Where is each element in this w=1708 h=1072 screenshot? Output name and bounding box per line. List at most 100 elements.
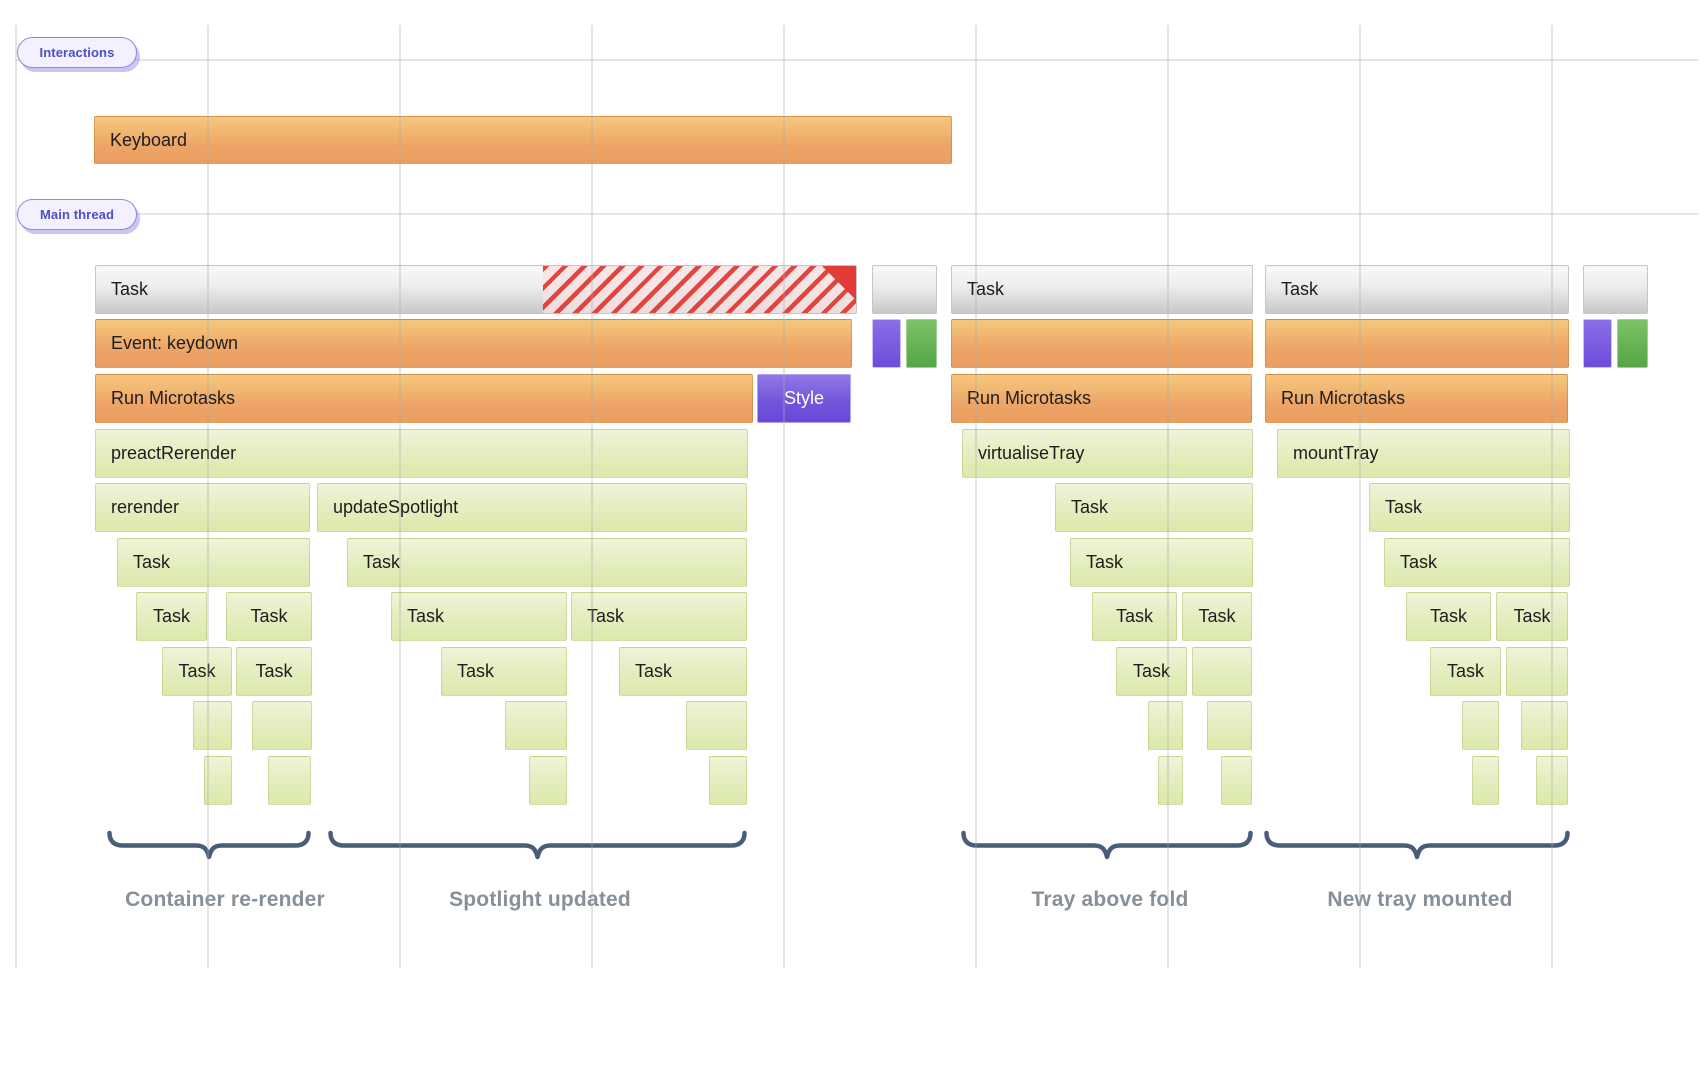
flame-bar-label: Run Microtasks [111, 388, 236, 408]
flame-bar-task[interactable]: Task [1265, 265, 1569, 314]
flame-bar-label: Task [1281, 279, 1319, 299]
flame-bar-task[interactable]: Task [1430, 647, 1501, 696]
time-gridline [975, 25, 977, 968]
flame-bar[interactable] [1265, 319, 1569, 368]
flame-bar[interactable] [505, 701, 567, 750]
flame-bar[interactable] [252, 701, 312, 750]
flame-bar-task[interactable]: Task [1116, 647, 1187, 696]
flame-bar-label: Task [178, 661, 216, 681]
flame-bar-label: Task [363, 552, 401, 572]
flame-bar-keyboard[interactable]: Keyboard [94, 116, 952, 164]
flame-bar[interactable] [1506, 647, 1568, 696]
flame-bar[interactable] [872, 265, 937, 314]
flame-bar-label: Task [1115, 606, 1153, 626]
flame-bar-task[interactable]: Task [117, 538, 310, 587]
flame-bar[interactable] [193, 701, 232, 750]
flame-bar-label: Task [1086, 552, 1124, 572]
track-label-interactions-text: Interactions [39, 45, 115, 60]
flame-bar-label: Task [133, 552, 171, 572]
flame-bar[interactable] [268, 756, 311, 805]
flame-bar-label: Event: keydown [111, 333, 239, 353]
flame-bar-label: rerender [111, 497, 180, 517]
flame-bar-task[interactable]: Task [1070, 538, 1253, 587]
flame-bar-label: Task [1429, 606, 1467, 626]
flame-bar-label: Task [1446, 661, 1484, 681]
track-label-main-thread[interactable]: Main thread [17, 199, 137, 230]
flame-bar-label: Task [635, 661, 673, 681]
flame-bar[interactable] [1521, 701, 1568, 750]
flame-bar-run-microtasks[interactable]: Run Microtasks [1265, 374, 1568, 423]
flame-bar[interactable] [1583, 265, 1648, 314]
flame-bar-task[interactable]: Task [236, 647, 312, 696]
flame-bar-label: Task [407, 606, 445, 626]
flame-bar[interactable] [906, 319, 937, 368]
annotation-label: Container re-render [125, 888, 325, 911]
flame-bar[interactable] [204, 756, 232, 805]
annotation-label: New tray mounted [1327, 888, 1513, 911]
flame-bar-label: Task [1071, 497, 1109, 517]
flame-bar-updatespotlight[interactable]: updateSpotlight [317, 483, 747, 532]
flame-bar-task[interactable]: Task [1055, 483, 1253, 532]
flame-bar[interactable] [1158, 756, 1183, 805]
flame-bar-task[interactable]: Task [226, 592, 312, 641]
flame-bar-mounttray[interactable]: mountTray [1277, 429, 1570, 478]
flame-bar[interactable] [1583, 319, 1612, 368]
flame-bar-task[interactable]: Task [441, 647, 567, 696]
flame-bar-label: Task [457, 661, 495, 681]
flame-bar-label: updateSpotlight [333, 497, 459, 517]
flame-bar-task[interactable]: Task [136, 592, 207, 641]
flame-bar-virtualisetray[interactable]: virtualiseTray [962, 429, 1253, 478]
long-task-hatch-overlay [543, 266, 856, 313]
flame-bar-label: Task [1400, 552, 1438, 572]
flame-bar-task[interactable]: Task [347, 538, 747, 587]
flame-bar[interactable] [1462, 701, 1499, 750]
annotation-brace [107, 830, 311, 862]
flame-bar-task[interactable]: Task [1406, 592, 1491, 641]
flame-bar-task[interactable]: Task [571, 592, 747, 641]
flame-bar-run-microtasks[interactable]: Run Microtasks [95, 374, 753, 423]
flame-bar-task[interactable]: Task [1182, 592, 1252, 641]
flame-bar[interactable] [686, 701, 747, 750]
flame-bar[interactable] [951, 319, 1253, 368]
flame-bar-label: mountTray [1293, 443, 1379, 463]
track-separator-line [15, 213, 1698, 215]
flame-bar[interactable] [1148, 701, 1183, 750]
flame-bar-task[interactable]: Task [1496, 592, 1568, 641]
flame-bar-rerender[interactable]: rerender [95, 483, 310, 532]
annotation-brace [328, 830, 747, 862]
flame-bar-task[interactable]: Task [391, 592, 567, 641]
flame-bar-event-keydown[interactable]: Event: keydown [95, 319, 852, 368]
flame-bar[interactable] [709, 756, 747, 805]
flame-bar-task[interactable]: Task [619, 647, 747, 696]
flame-bar[interactable] [872, 319, 901, 368]
flame-bar[interactable] [1221, 756, 1252, 805]
flame-bar-style[interactable]: Style [757, 374, 851, 423]
flame-bar-label: Task [152, 606, 190, 626]
flame-bar[interactable] [1207, 701, 1252, 750]
flame-bar[interactable] [1617, 319, 1648, 368]
flame-bar-label: preactRerender [111, 443, 237, 463]
flame-bar-task[interactable]: Task [1092, 592, 1177, 641]
flame-bar[interactable] [1472, 756, 1499, 805]
flame-bar-label: Task [1385, 497, 1423, 517]
flame-bar-task[interactable]: Task [1369, 483, 1570, 532]
flame-bar[interactable] [529, 756, 567, 805]
time-gridline [783, 25, 785, 968]
track-separator-line [15, 59, 1698, 61]
flame-bar-preactrerender[interactable]: preactRerender [95, 429, 748, 478]
flame-bar-run-microtasks[interactable]: Run Microtasks [951, 374, 1252, 423]
flame-bar[interactable] [1536, 756, 1568, 805]
flame-bar-task[interactable]: Task [95, 265, 857, 314]
flame-bar-task[interactable]: Task [1384, 538, 1570, 587]
flame-bar-label: Task [1513, 606, 1551, 626]
track-label-interactions[interactable]: Interactions [17, 37, 137, 68]
flame-bar-task[interactable]: Task [162, 647, 232, 696]
flame-bar-label: virtualiseTray [978, 443, 1085, 463]
flame-bar-task[interactable]: Task [951, 265, 1253, 314]
track-label-main-thread-text: Main thread [39, 207, 115, 222]
annotation-label: Tray above fold [1031, 888, 1189, 911]
flame-bar-label: Task [587, 606, 625, 626]
flame-bar-label: Keyboard [110, 129, 188, 150]
flame-bar[interactable] [1192, 647, 1252, 696]
